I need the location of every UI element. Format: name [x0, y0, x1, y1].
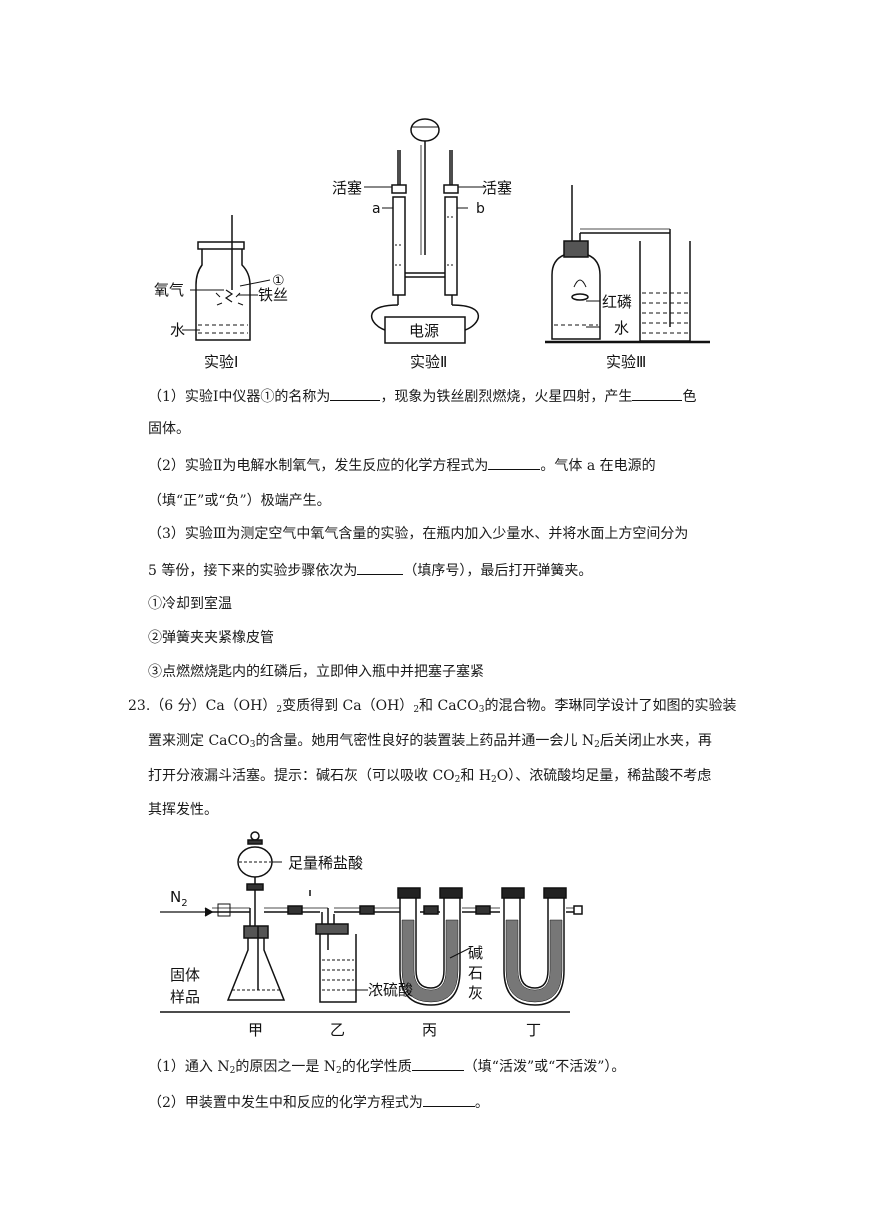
label-solid: 固体	[170, 966, 200, 984]
label-soda-2: 石	[468, 964, 483, 982]
apparatus-bing	[397, 887, 500, 1006]
label-b: b	[476, 201, 485, 217]
experiments-diagram: 氧气 ① 铁丝 水 实验Ⅰ 活塞 活塞 a b 电源 实验Ⅱ	[154, 118, 710, 371]
label-soda-1: 碱	[468, 944, 483, 962]
q23-line3: 打开分液漏斗活塞。提示：碱石灰（可以吸收 CO2和 H2O）、浓硫酸均足量，稀盐…	[148, 768, 712, 785]
apparatus-ding	[501, 887, 583, 1006]
apparatus-jia	[160, 831, 328, 1001]
answer-blank[interactable]	[488, 455, 541, 470]
answer-blank[interactable]	[357, 560, 404, 575]
q22-part2-line1: （2）实验Ⅱ为电解水制氧气，发生反应的化学方程式为。气体 a 在电源的	[148, 455, 656, 475]
apparatus-diagram: 足量稀盐酸 N2 固体 样品 浓硫酸 碱 石 灰 甲 乙 丙 丁	[160, 831, 583, 1039]
caption-jia: 甲	[248, 1021, 263, 1039]
answer-blank[interactable]	[422, 1092, 475, 1107]
caption-yi: 乙	[330, 1021, 345, 1039]
label-water-3: 水	[614, 319, 629, 337]
label-n2: N2	[170, 888, 188, 909]
caption-exp-3: 实验Ⅲ	[606, 353, 646, 371]
q23-sub1: （1）通入 N2的原因之一是 N2的化学性质（填“活泼”或“不活泼”）。	[148, 1056, 625, 1080]
label-water-1: 水	[170, 321, 185, 339]
label-soda-3: 灰	[468, 984, 483, 1002]
answer-blank[interactable]	[632, 386, 683, 401]
q22-part2-line2: （填“正”或“负”）极端产生。	[148, 493, 331, 509]
answer-blank[interactable]	[330, 386, 381, 401]
label-iron-wire: 铁丝	[258, 286, 288, 304]
caption-ding: 丁	[526, 1021, 541, 1039]
q22-step-1: ①冷却到室温	[148, 596, 232, 612]
q22-step-3: ③点燃燃烧匙内的红磷后，立即伸入瓶中并把塞子塞紧	[148, 664, 484, 680]
q23-line1: 23.（6 分）Ca（OH）2变质得到 Ca（OH）2和 CaCO3的混合物。李…	[128, 698, 737, 715]
experiment-2-apparatus	[364, 118, 486, 344]
q23-sub2: （2）甲装置中发生中和反应的化学方程式为。	[148, 1092, 489, 1112]
caption-exp-2: 实验Ⅱ	[410, 353, 447, 371]
label-a: a	[372, 201, 381, 217]
q22-step-2: ②弹簧夹夹紧橡皮管	[148, 630, 274, 646]
label-sample: 样品	[170, 988, 200, 1006]
experiment-3-apparatus	[545, 185, 710, 344]
label-stopcock-left: 活塞	[332, 179, 362, 197]
q22-part3-line2: 5 等份，接下来的实验步骤依次为（填序号），最后打开弹簧夹。	[148, 560, 592, 580]
label-stopcock-right: 活塞	[482, 179, 512, 197]
label-acid: 足量稀盐酸	[288, 854, 363, 872]
apparatus-yi	[287, 905, 400, 1003]
label-power: 电源	[409, 322, 439, 340]
label-circle-1: ①	[272, 273, 285, 289]
q22-part1-line2: 固体。	[148, 421, 190, 437]
label-h2so4: 浓硫酸	[368, 981, 413, 999]
experiment-1-apparatus	[182, 215, 271, 341]
q22-part1-line1: （1）实验Ⅰ中仪器①的名称为，现象为铁丝剧烈燃烧，火星四射，产生色	[148, 386, 696, 406]
q22-part3-line1: （3）实验Ⅲ为测定空气中氧气含量的实验，在瓶内加入少量水、并将水面上方空间分为	[148, 526, 689, 542]
q23-line2: 置来测定 CaCO3的含量。她用气密性良好的装置装上药品并通一会儿 N2后关闭止…	[148, 733, 712, 750]
figure-apparatus: 足量稀盐酸 N2 固体 样品 浓硫酸 碱 石 灰 甲 乙 丙 丁	[150, 830, 600, 1040]
label-oxygen: 氧气	[154, 281, 184, 299]
caption-exp-1: 实验Ⅰ	[204, 353, 238, 371]
q23-line4: 其挥发性。	[148, 802, 218, 818]
label-red-phosphorus: 红磷	[602, 293, 632, 311]
figure-experiments: 氧气 ① 铁丝 水 实验Ⅰ 活塞 活塞 a b 电源 实验Ⅱ	[140, 105, 720, 375]
answer-blank[interactable]	[411, 1056, 464, 1071]
caption-bing: 丙	[422, 1021, 437, 1039]
